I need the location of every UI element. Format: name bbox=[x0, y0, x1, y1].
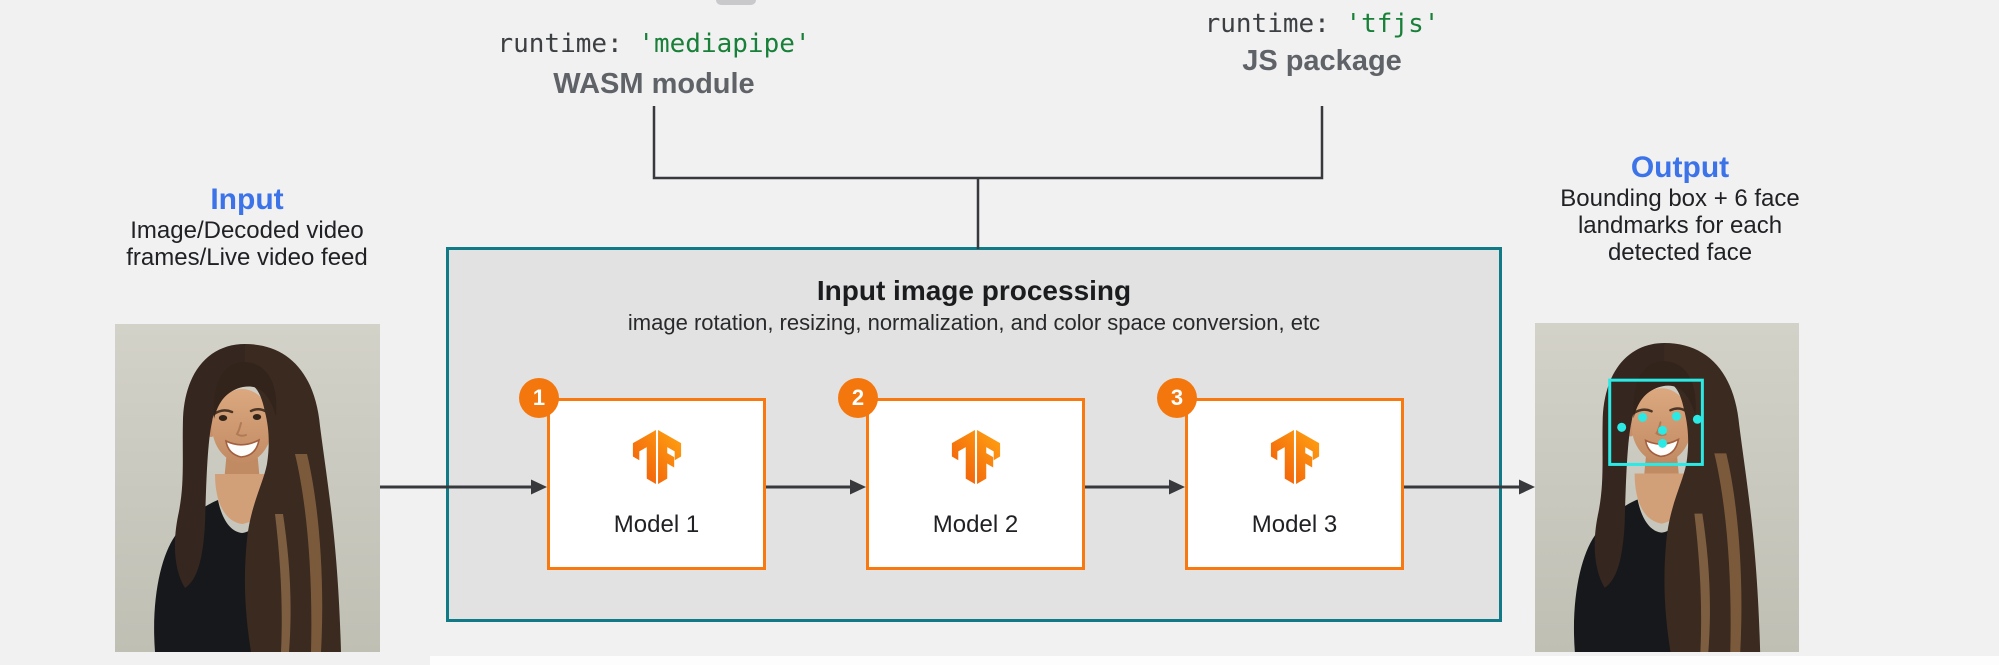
js-package-caption: JS package bbox=[1242, 45, 1402, 77]
runtime-label-tfjs: runtime: 'tfjs' JS package bbox=[1112, 8, 1532, 78]
wasm-module-caption: WASM module bbox=[553, 68, 755, 100]
model-3-box: Model 3 bbox=[1185, 398, 1404, 570]
output-title: Output bbox=[1630, 151, 1730, 184]
code-key: runtime: bbox=[1204, 9, 1346, 39]
output-desc-line: Bounding box + 6 face bbox=[1560, 185, 1800, 212]
input-desc-line: Image/Decoded video bbox=[130, 217, 364, 244]
code-key: runtime: bbox=[497, 29, 639, 59]
face-detection-overlay bbox=[1608, 378, 1704, 466]
runtime-code-tfjs: runtime: 'tfjs' bbox=[1112, 8, 1532, 40]
output-desc-line: detected face bbox=[1607, 239, 1753, 266]
input-photo bbox=[115, 324, 380, 652]
flow-arrow-heads bbox=[531, 479, 1535, 495]
face-landmark-dots bbox=[1617, 411, 1702, 448]
output-photo bbox=[1535, 323, 1799, 652]
bottom-white-strip bbox=[430, 656, 1999, 665]
step-3-badge: 3 bbox=[1157, 378, 1197, 418]
face-bounding-box bbox=[1608, 378, 1704, 466]
processing-subtitle: image rotation, resizing, normalization,… bbox=[627, 310, 1321, 335]
cropped-slide-artifact bbox=[716, 0, 756, 5]
model-2-box: Model 2 bbox=[866, 398, 1085, 570]
code-value: 'mediapipe' bbox=[638, 29, 811, 59]
model-label: Model 1 bbox=[613, 511, 700, 538]
model-1-box: Model 1 bbox=[547, 398, 766, 570]
input-label-block: Input Image/Decoded video frames/Live vi… bbox=[97, 183, 397, 271]
model-label: Model 3 bbox=[1251, 511, 1338, 538]
output-label-block: Output Bounding box + 6 face landmarks f… bbox=[1528, 151, 1832, 266]
input-desc-line: frames/Live video feed bbox=[126, 244, 368, 271]
model-label: Model 2 bbox=[932, 511, 1019, 538]
input-title: Input bbox=[210, 183, 284, 216]
runtime-bracket-line bbox=[652, 106, 1324, 249]
runtime-code-mediapipe: runtime: 'mediapipe' bbox=[444, 28, 864, 60]
step-2-badge: 2 bbox=[838, 378, 878, 418]
processing-title: Input image processing bbox=[816, 275, 1132, 306]
step-1-badge: 1 bbox=[519, 378, 559, 418]
code-value: 'tfjs' bbox=[1345, 9, 1440, 39]
output-desc-line: landmarks for each bbox=[1577, 212, 1783, 239]
runtime-label-mediapipe: runtime: 'mediapipe' WASM module bbox=[444, 28, 864, 101]
